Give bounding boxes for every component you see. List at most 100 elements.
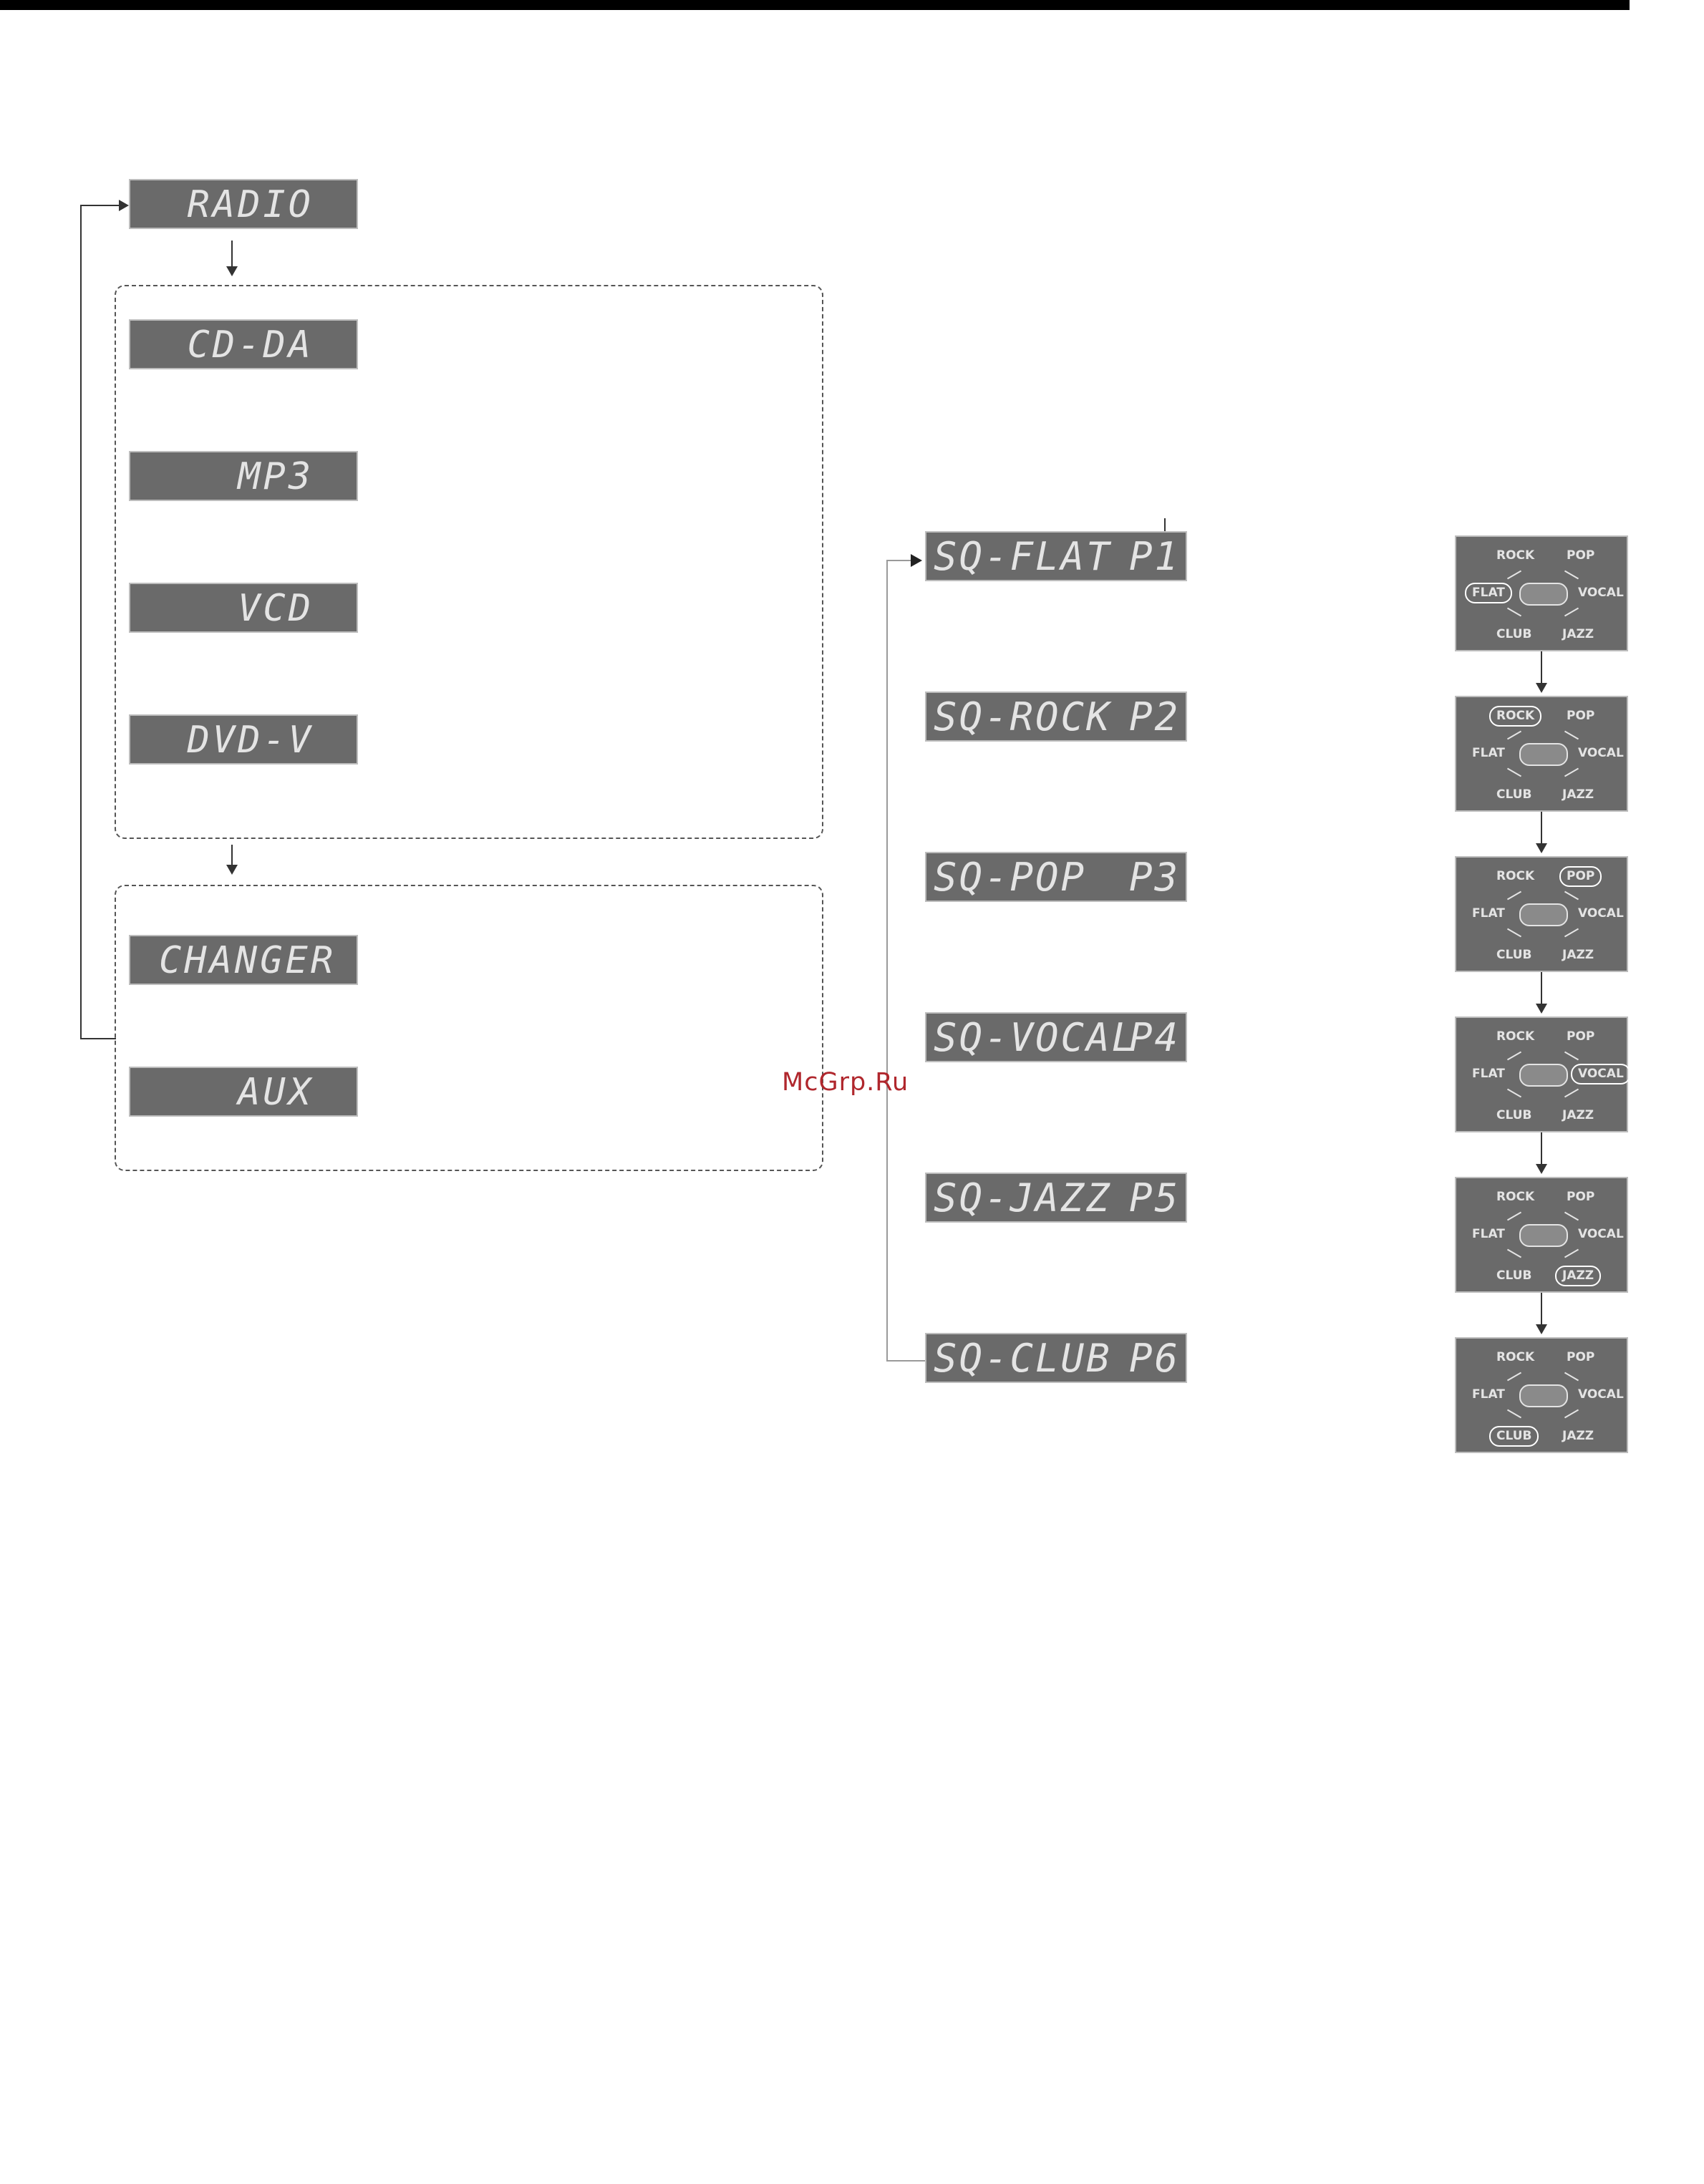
sq-loop-top [886,560,911,561]
indicator-label-pop: POP [1567,1031,1594,1043]
indicator-ray [1507,571,1521,580]
display-changer: CHANGER [129,935,358,985]
sq-indicator-panel: ROCKPOPFLATVOCALCLUBJAZZ [1455,696,1628,812]
sq-preset-text: P2 [1129,698,1180,737]
indicator-label-flat: FLAT [1472,747,1505,759]
arrowhead-loop-right [119,200,129,211]
indicator-ray [1564,608,1579,617]
display-vcd: VCD [129,583,358,633]
display-aux: AUX [129,1067,358,1117]
indicator-label-flat: FLAT [1472,1389,1505,1401]
loop-line-vertical [80,205,82,1039]
panel-arrow-line [1541,1293,1542,1327]
indicator-label-flat: FLAT [1465,583,1512,603]
indicator-ray [1564,768,1579,777]
panel-arrowhead [1536,1004,1547,1014]
indicator-center-graphic [1519,1064,1568,1087]
indicator-label-jazz: JAZZ [1562,1430,1594,1442]
sq-preset-text: P3 [1129,858,1180,897]
indicator-label-club: CLUB [1489,1426,1539,1447]
sq-mode-text: SQ-POP [934,855,1086,900]
indicator-label-vocal: VOCAL [1578,747,1624,759]
indicator-center-graphic [1519,583,1568,606]
indicator-ray [1507,928,1521,938]
indicator-center-graphic [1519,1384,1568,1407]
indicator-ray [1564,1052,1579,1061]
indicator-label-jazz: JAZZ [1562,949,1594,961]
indicator-ray [1507,1249,1521,1258]
indicator-ray [1564,891,1579,901]
indicator-label-club: CLUB [1496,789,1531,801]
indicator-label-club: CLUB [1496,628,1531,641]
display-cd-da: CD-DA [129,319,358,369]
top-rule [0,0,1630,10]
indicator-ray [1507,1409,1521,1419]
indicator-center-graphic [1519,903,1568,926]
watermark: McGrp.Ru [782,1068,909,1097]
sq-preset-text: P6 [1129,1339,1180,1378]
display-sq-vocal: SQ-VOCAL P4 [925,1012,1187,1062]
indicator-ray [1564,1089,1579,1098]
sq-mode-text: SQ-FLAT [934,534,1112,579]
sq-mode-text: SQ-CLUB [934,1336,1112,1381]
indicator-label-vocal: VOCAL [1578,587,1624,599]
indicator-center-graphic [1519,1224,1568,1247]
indicator-ray [1507,768,1521,777]
indicator-label-pop: POP [1567,550,1594,562]
arrow-disc-down [231,845,233,866]
indicator-label-pop: POP [1567,1191,1594,1203]
indicator-label-vocal: VOCAL [1578,1389,1624,1401]
display-radio: RADIO [129,179,358,229]
display-sq-flat: SQ-FLAT P1 [925,531,1187,581]
indicator-label-vocal: VOCAL [1571,1064,1631,1084]
indicator-ray [1564,731,1579,740]
panel-arrowhead [1536,1324,1547,1334]
display-sq-pop: SQ-POP P3 [925,852,1187,902]
panel-arrowhead [1536,683,1547,693]
indicator-ray [1507,1052,1521,1061]
loop-line-top [80,205,120,206]
panel-arrowhead [1536,843,1547,853]
sq-preset-text: P5 [1129,1179,1180,1218]
arrowhead-disc-down [226,865,238,875]
panel-arrow-line [1541,651,1542,686]
sq-loop-vertical [886,560,888,1362]
indicator-label-flat: FLAT [1472,1228,1505,1241]
indicator-ray [1507,891,1521,901]
panel-arrow-line [1541,1132,1542,1167]
indicator-label-rock: ROCK [1496,1351,1534,1364]
sq-mode-text: SQ-VOCAL [934,1015,1137,1060]
sq-mode-text: SQ-ROCK [934,694,1112,739]
indicator-label-jazz: JAZZ [1562,1110,1594,1122]
arrowhead-radio-down [226,266,238,276]
sq-mode-text: SQ-JAZZ [934,1175,1112,1220]
display-dvd-v: DVD-V [129,714,358,765]
loop-line-bottom [80,1038,116,1039]
indicator-label-vocal: VOCAL [1578,908,1624,920]
indicator-center-graphic [1519,743,1568,766]
indicator-ray [1507,608,1521,617]
indicator-ray [1564,1372,1579,1382]
indicator-ray [1507,1372,1521,1382]
indicator-ray [1507,1089,1521,1098]
indicator-label-rock: ROCK [1496,1031,1534,1043]
indicator-label-pop: POP [1567,1351,1594,1364]
panel-arrowhead [1536,1164,1547,1174]
display-mp3: MP3 [129,451,358,501]
indicator-label-pop: POP [1559,866,1602,887]
indicator-label-club: CLUB [1496,1110,1531,1122]
sq-indicator-panel: ROCK POP FLAT VOCAL CLUB JAZZ [1455,1337,1628,1453]
arrow-radio-down [231,241,233,268]
indicator-label-rock: ROCK [1496,550,1534,562]
indicator-ray [1564,928,1579,938]
sq-preset-text: P1 [1129,538,1180,576]
indicator-label-rock: ROCK [1496,1191,1534,1203]
sq-loop-bottom [886,1360,926,1362]
indicator-label-flat: FLAT [1472,908,1505,920]
indicator-label-rock: ROCK [1496,870,1534,883]
indicator-label-club: CLUB [1496,1270,1531,1282]
